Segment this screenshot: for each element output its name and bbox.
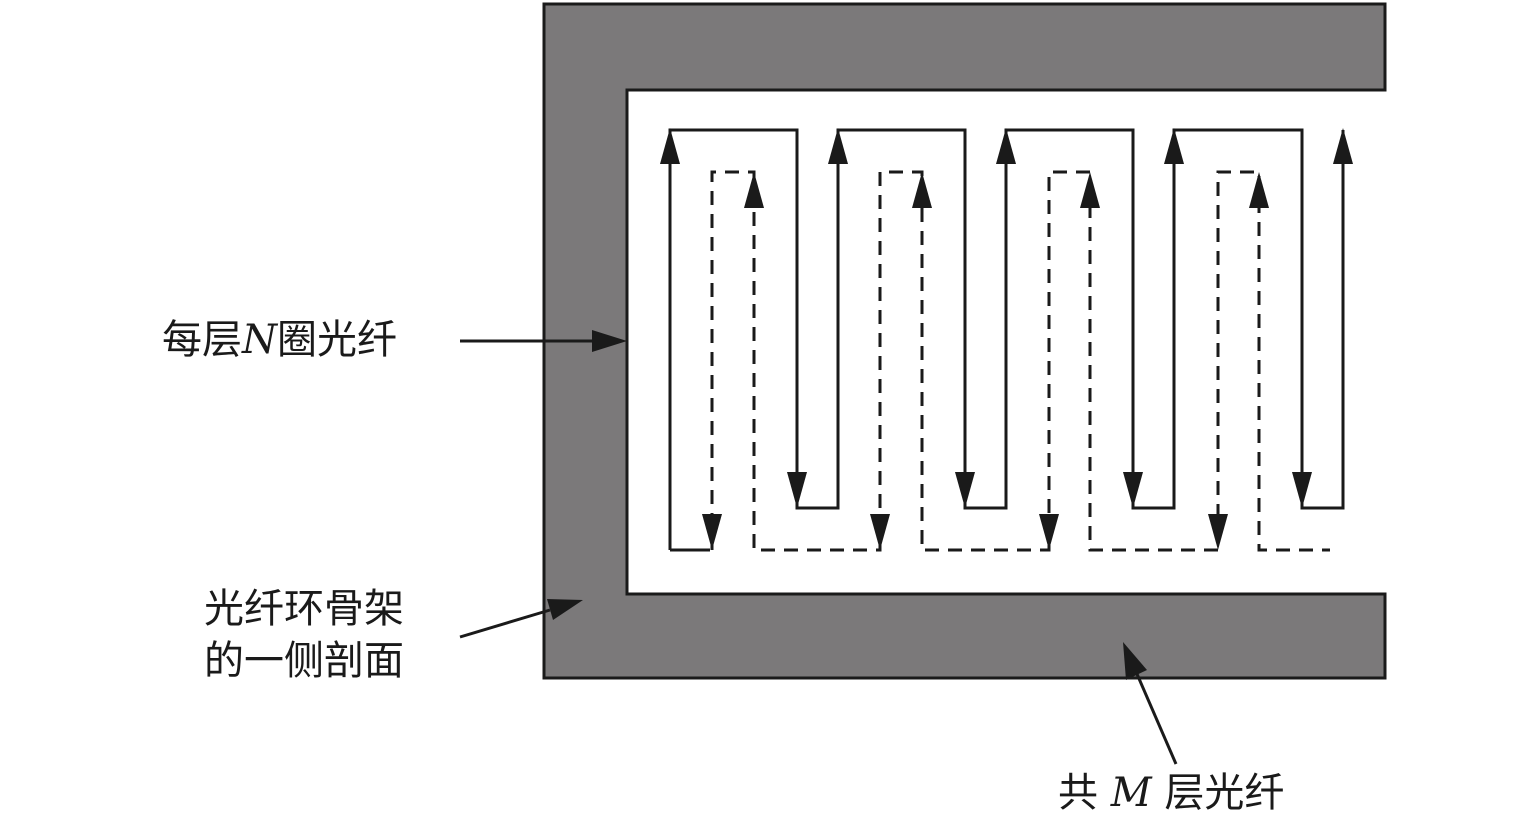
fiber-arrow-up — [912, 172, 932, 208]
fiber-arrow-up — [996, 128, 1016, 164]
bobbin-frame-section — [542, 2, 1387, 680]
fiber-arrow-up — [1080, 172, 1100, 208]
leader-arrowhead-frame-section — [547, 599, 583, 620]
fiber-arrow-up — [1164, 128, 1184, 164]
label-frame-section: 光纤环骨架 的一侧剖面 — [204, 583, 404, 687]
fiber-arrow-down — [1039, 514, 1059, 550]
leader-line-frame-section — [459, 608, 551, 639]
fiber-arrow-down — [1123, 472, 1143, 508]
fiber-arrow-up — [660, 128, 680, 164]
label-frame-section-line1: 光纤环骨架 — [204, 586, 404, 632]
label-total-layers-suffix: 层光纤 — [1151, 770, 1285, 816]
label-frame-section-line2: 的一侧剖面 — [204, 638, 404, 684]
label-layer-turns: 每层N圈光纤 — [162, 314, 397, 366]
label-total-layers-prefix: 共 — [1058, 770, 1111, 816]
fiber-arrow-up — [828, 128, 848, 164]
leader-arrowhead-total-layers — [1123, 642, 1147, 680]
fiber-arrow-up — [1249, 172, 1269, 208]
label-layer-turns-variable: N — [242, 317, 277, 363]
fiber-layer-solid — [668, 128, 1345, 552]
label-layer-turns-prefix: 每层 — [162, 317, 242, 363]
leader-arrowhead-layer-turns — [592, 330, 627, 352]
fiber-arrow-down — [870, 514, 890, 550]
fiber-layer-dashed — [710, 170, 1330, 552]
fiber-arrow-down — [702, 514, 722, 550]
label-layer-turns-suffix: 圈光纤 — [277, 317, 397, 363]
fiber-arrow-down — [787, 472, 807, 508]
fiber-arrow-up — [1333, 128, 1353, 164]
leader-line-total-layers — [1135, 673, 1178, 765]
fiber-arrow-down — [955, 472, 975, 508]
fiber-arrow-down — [1208, 514, 1228, 550]
fiber-arrow-up — [744, 172, 764, 208]
fiber-arrow-down — [1292, 472, 1312, 508]
label-total-layers: 共 M 层光纤 — [1058, 767, 1284, 819]
label-total-layers-variable: M — [1110, 770, 1152, 816]
